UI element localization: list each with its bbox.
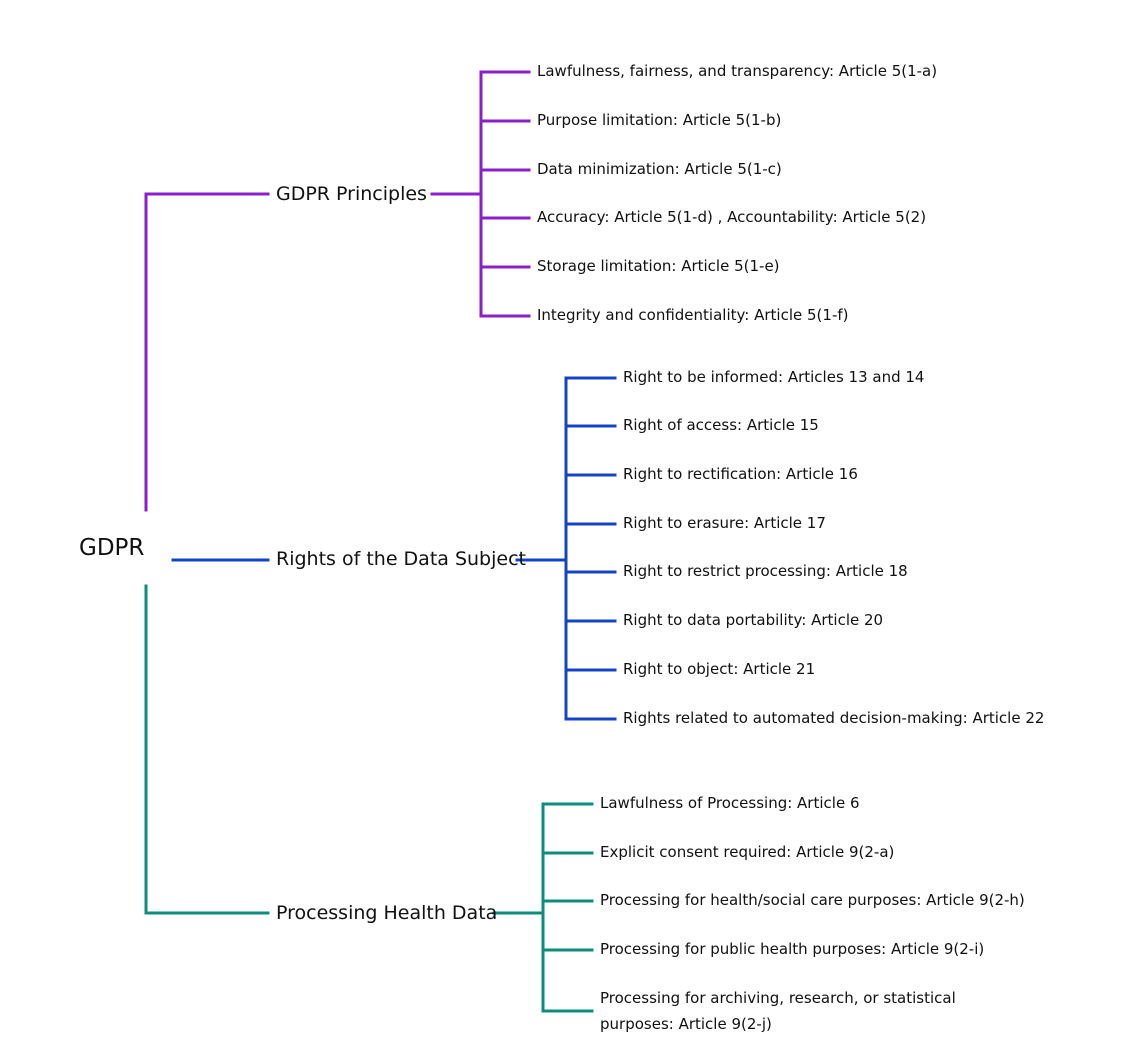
leaf-lawfulness-of-processing: Lawfulness of Processing: Article 6 (600, 794, 860, 812)
leaf-data-minimization: Data minimization: Article 5(1-c) (537, 160, 782, 178)
leaf-health-social-care: Processing for health/social care purpos… (600, 891, 1025, 909)
leaf-lawfulness-fairness-transparency: Lawfulness, fairness, and transparency: … (537, 62, 938, 80)
leaf-archiving-research-statistical: Processing for archiving, research, or s… (600, 989, 956, 1033)
leaf-right-to-restrict-processing: Right to restrict processing: Article 18 (623, 562, 908, 580)
leaf-integrity-confidentiality: Integrity and confidentiality: Article 5… (537, 306, 849, 324)
leaf-accuracy-accountability: Accuracy: Article 5(1-d) , Accountabilit… (537, 208, 927, 226)
branch-processing-health-data: Processing Health Data (276, 902, 498, 924)
leaf-right-to-object: Right to object: Article 21 (623, 660, 816, 678)
leaf-right-to-rectification: Right to rectification: Article 16 (623, 465, 858, 483)
branch-gdpr-principles: GDPR Principles (276, 183, 427, 205)
leaf-purpose-limitation: Purpose limitation: Article 5(1-b) (537, 111, 782, 129)
leaf-storage-limitation: Storage limitation: Article 5(1-e) (537, 257, 780, 275)
root-label: GDPR (79, 535, 145, 561)
leaf-right-to-erasure: Right to erasure: Article 17 (623, 514, 826, 532)
leaf-automated-decision-making: Rights related to automated decision-mak… (623, 709, 1045, 727)
branch-rights-of-data-subject: Rights of the Data Subject (276, 548, 526, 570)
leaf-public-health: Processing for public health purposes: A… (600, 940, 985, 958)
leaf-right-to-data-portability: Right to data portability: Article 20 (623, 611, 884, 629)
leaf-explicit-consent: Explicit consent required: Article 9(2-a… (600, 843, 895, 861)
leaf-right-to-be-informed: Right to be informed: Articles 13 and 14 (623, 368, 925, 386)
leaf-right-of-access: Right of access: Article 15 (623, 416, 819, 434)
